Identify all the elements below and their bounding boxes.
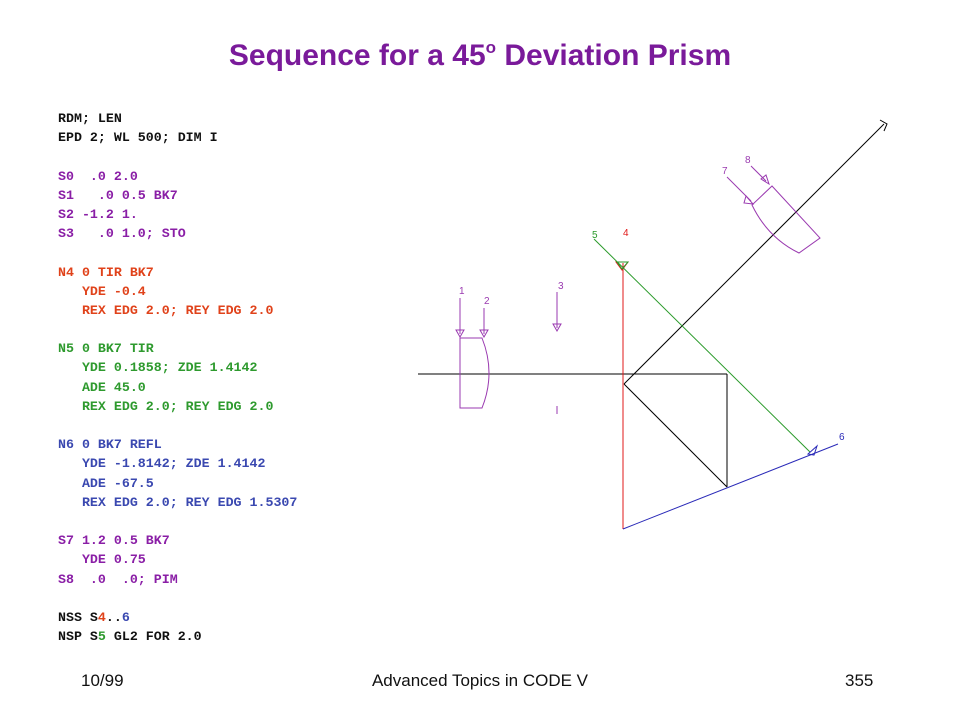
code-line: S1 .0 0.5 BK7: [58, 186, 297, 205]
label-3: 3: [558, 281, 564, 292]
code-token: 6: [121, 609, 130, 625]
code-token: S0 .0 2.0: [58, 168, 138, 184]
code-line: S3 .0 1.0; STO: [58, 224, 297, 243]
code-token: ADE 45.0: [58, 379, 146, 395]
code-token: ADE -67.5: [58, 475, 154, 491]
code-token: REX EDG 2.0; REY EDG 2.0: [58, 302, 274, 318]
code-line: YDE -0.4: [58, 282, 297, 301]
label-4: 4: [623, 228, 629, 239]
code-listing: RDM; LEN EPD 2; WL 500; DIM I S0 .0 2.0 S1 …: [58, 109, 297, 646]
footer-course-title: Advanced Topics in CODE V: [371, 671, 589, 690]
code-line: N4 0 TIR BK7: [58, 263, 297, 282]
code-token: GL2 FOR 2.0: [105, 629, 202, 645]
code-token: RDM; LEN: [58, 111, 122, 126]
code-line: EPD 2; WL 500; DIM I: [58, 128, 297, 147]
code-token: 4: [97, 609, 106, 625]
code-line: S7 1.2 0.5 BK7: [58, 531, 297, 550]
code-line: REX EDG 2.0; REY EDG 1.5307: [58, 493, 297, 512]
code-token: YDE -0.4: [58, 283, 146, 299]
footer-date: 10/99: [81, 671, 124, 690]
code-token: NSP S: [58, 629, 98, 645]
code-token: N4 0 TIR BK7: [58, 264, 154, 280]
code-token: S1 .0 0.5 BK7: [58, 187, 178, 203]
label-8: 8: [745, 155, 751, 166]
footer-page-number: 355: [845, 671, 874, 690]
code-line: YDE 0.75: [58, 550, 297, 569]
code-token: 5: [97, 629, 106, 645]
code-token: EPD 2; WL 500; DIM I: [58, 130, 218, 146]
code-line: YDE 0.1858; ZDE 1.4142: [58, 358, 297, 377]
code-token: NSS S: [58, 609, 98, 625]
code-line: REX EDG 2.0; REY EDG 2.0: [58, 397, 297, 416]
label-5: 5: [592, 230, 598, 241]
code-token: S2 -1.2 1.: [58, 206, 138, 222]
label-2: 2: [484, 296, 490, 307]
code-line: ADE 45.0: [58, 378, 297, 397]
label-6: 6: [839, 432, 845, 443]
code-token: S8 .0 .0; PIM: [58, 571, 178, 587]
code-line: S8 .0 .0; PIM: [58, 570, 297, 589]
code-token: ..: [105, 609, 122, 625]
code-token: REX EDG 2.0; REY EDG 1.5307: [58, 494, 298, 510]
code-token: YDE 0.75: [58, 552, 146, 568]
code-token: N6 0 BK7 REFL: [58, 437, 162, 453]
code-line: NSP S5 GL2 FOR 2.0: [58, 627, 297, 646]
code-line: ADE -67.5: [58, 474, 297, 493]
code-token: YDE -1.8142; ZDE 1.4142: [58, 456, 266, 472]
slide-title: Sequence for a 45o Deviation Prism: [228, 38, 732, 72]
surface-4-tir: [615, 261, 629, 529]
code-token: YDE 0.1858; ZDE 1.4142: [58, 360, 258, 376]
code-line: NSS S4..6: [58, 608, 297, 627]
label-1: 1: [459, 286, 465, 297]
code-line: N6 0 BK7 REFL: [58, 435, 297, 454]
code-line: RDM; LEN: [58, 109, 297, 128]
surface-5-tir: [593, 238, 811, 453]
code-line: N5 0 BK7 TIR: [58, 339, 297, 358]
code-token: REX EDG 2.0; REY EDG 2.0: [58, 398, 274, 414]
code-line: REX EDG 2.0; REY EDG 2.0: [58, 301, 297, 320]
code-token: S3 .0 1.0; STO: [58, 226, 186, 242]
code-line: S0 .0 2.0: [58, 167, 297, 186]
code-line: S2 -1.2 1.: [58, 205, 297, 224]
lens-elements: [455, 165, 821, 414]
surface-6-refl: [622, 443, 839, 530]
code-token: S7 1.2 0.5 BK7: [58, 533, 170, 549]
code-token: N5 0 BK7 TIR: [58, 341, 154, 357]
label-7: 7: [722, 166, 728, 177]
code-line: YDE -1.8142; ZDE 1.4142: [58, 454, 297, 473]
surface-labels: 1 2 3 4 5 6 7 8: [459, 155, 845, 443]
ray-paths: [418, 119, 888, 488]
